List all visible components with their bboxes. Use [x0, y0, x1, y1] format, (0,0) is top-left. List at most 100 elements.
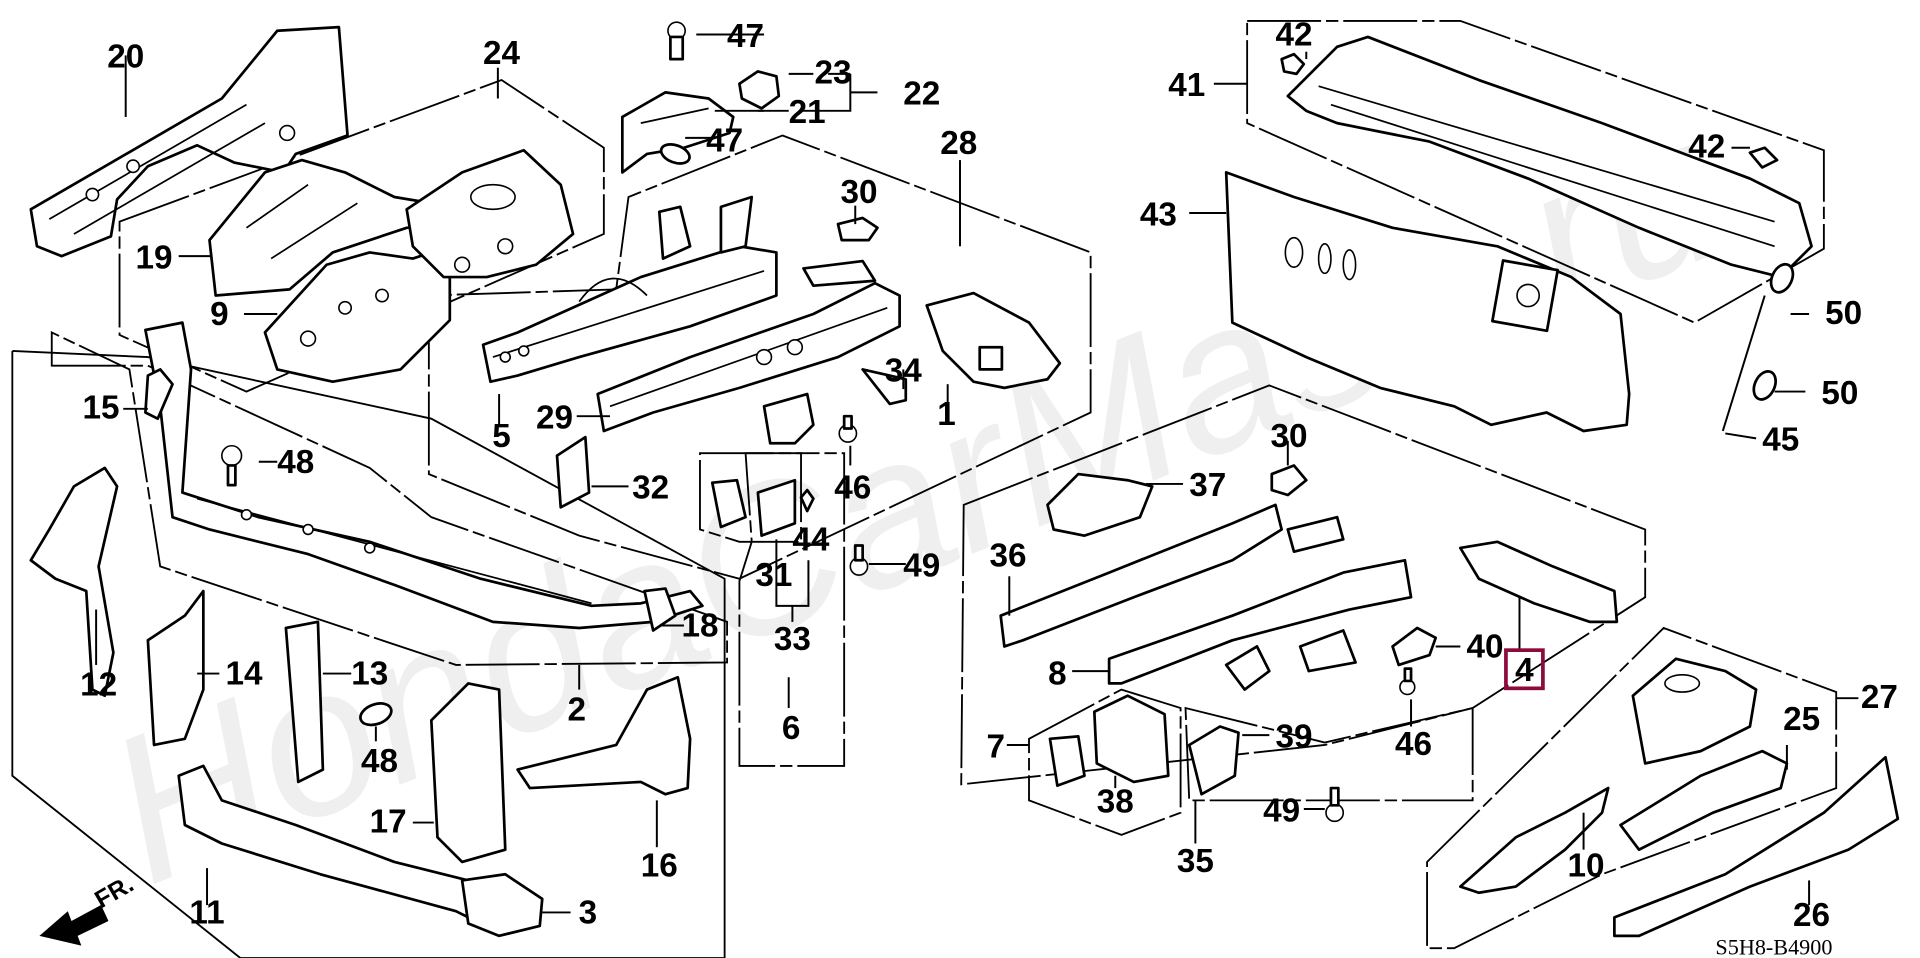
callout-part-23[interactable]: 23	[815, 55, 852, 92]
callout-label[interactable]: 46	[834, 470, 871, 507]
callout-part-29[interactable]: 29	[536, 400, 573, 437]
callout-label[interactable]: 32	[632, 470, 669, 507]
callout-part-8[interactable]: 8	[1048, 656, 1067, 693]
callout-label[interactable]: 33	[774, 621, 811, 658]
callout-part-14[interactable]: 14	[226, 656, 264, 693]
callout-label[interactable]: 14	[226, 656, 264, 693]
callout-label[interactable]: 24	[483, 35, 521, 72]
callout-label[interactable]: 10	[1568, 848, 1605, 885]
callout-part-43[interactable]: 43	[1140, 196, 1177, 233]
callout-label[interactable]: 26	[1793, 897, 1830, 934]
callout-part-30[interactable]: 30	[840, 174, 877, 211]
callout-label[interactable]: 34	[885, 353, 923, 390]
callout-label[interactable]: 43	[1140, 196, 1177, 233]
callout-part-1[interactable]: 1	[937, 396, 956, 433]
callout-part-6[interactable]: 6	[782, 710, 801, 747]
callout-part-44[interactable]: 44	[792, 521, 830, 558]
callout-label[interactable]: 41	[1168, 67, 1205, 104]
callout-part-39[interactable]: 39	[1275, 718, 1312, 755]
callout-label[interactable]: 29	[536, 400, 573, 437]
callout-label[interactable]: 7	[986, 728, 1005, 765]
callout-label[interactable]: 8	[1048, 656, 1067, 693]
callout-label[interactable]: 31	[755, 557, 792, 594]
callout-part-40[interactable]: 40	[1466, 629, 1503, 666]
callout-label[interactable]: 19	[136, 239, 173, 276]
callout-label[interactable]: 13	[351, 656, 388, 693]
callout-label[interactable]: 22	[903, 76, 940, 113]
callout-label[interactable]: 17	[370, 803, 407, 840]
callout-label[interactable]: 5	[492, 418, 511, 455]
callout-label[interactable]: 49	[1263, 792, 1300, 829]
callout-label[interactable]: 28	[940, 125, 977, 162]
callout-label[interactable]: 42	[1275, 17, 1312, 54]
callout-part-18[interactable]: 18	[681, 608, 718, 645]
callout-part-49[interactable]: 49	[1263, 792, 1300, 829]
callout-label[interactable]: 49	[903, 547, 940, 584]
callout-part-36[interactable]: 36	[990, 537, 1027, 574]
callout-part-37[interactable]: 37	[1189, 467, 1226, 504]
callout-label[interactable]: 47	[706, 122, 743, 159]
callout-label[interactable]: 4	[1515, 652, 1534, 689]
callout-label[interactable]: 12	[80, 667, 117, 704]
callout-part-22[interactable]: 22	[903, 76, 940, 113]
callout-part-47[interactable]: 47	[727, 18, 764, 55]
callout-label[interactable]: 21	[789, 94, 826, 131]
callout-label[interactable]: 1	[937, 396, 956, 433]
callout-label[interactable]: 23	[815, 55, 852, 92]
callout-label[interactable]: 48	[361, 743, 398, 780]
callout-label[interactable]: 2	[567, 691, 586, 728]
callout-label[interactable]: 30	[1271, 418, 1308, 455]
callout-part-21[interactable]: 21	[789, 94, 826, 131]
callout-label[interactable]: 36	[990, 537, 1027, 574]
callout-part-49[interactable]: 49	[903, 547, 940, 584]
callout-part-32[interactable]: 32	[632, 470, 669, 507]
callout-part-46[interactable]: 46	[834, 470, 871, 507]
callout-part-48[interactable]: 48	[361, 743, 398, 780]
callout-part-4[interactable]: 4	[1504, 648, 1545, 691]
callout-label[interactable]: 18	[681, 608, 718, 645]
callout-part-9[interactable]: 9	[210, 296, 229, 333]
callout-part-28[interactable]: 28	[940, 125, 977, 162]
callout-part-2[interactable]: 2	[567, 691, 586, 728]
callout-part-16[interactable]: 16	[641, 848, 678, 885]
callout-part-48[interactable]: 48	[277, 444, 314, 481]
callout-part-47[interactable]: 47	[706, 122, 743, 159]
callout-label[interactable]: 3	[579, 895, 598, 932]
callout-label[interactable]: 9	[210, 296, 229, 333]
callout-part-34[interactable]: 34	[885, 353, 923, 390]
callout-part-31[interactable]: 31	[755, 557, 792, 594]
callout-part-10[interactable]: 10	[1568, 848, 1605, 885]
callout-label[interactable]: 25	[1783, 701, 1820, 738]
callout-label[interactable]: 35	[1177, 843, 1214, 880]
callout-part-50[interactable]: 50	[1821, 375, 1858, 412]
callout-part-41[interactable]: 41	[1168, 67, 1205, 104]
callout-label[interactable]: 45	[1762, 422, 1799, 459]
callout-part-25[interactable]: 25	[1783, 701, 1820, 738]
callout-part-42[interactable]: 42	[1688, 129, 1725, 166]
callout-part-3[interactable]: 3	[579, 895, 598, 932]
callout-label[interactable]: 30	[840, 174, 877, 211]
callout-part-30[interactable]: 30	[1271, 418, 1308, 455]
callout-part-19[interactable]: 19	[136, 239, 173, 276]
callout-label[interactable]: 44	[792, 521, 830, 558]
callout-part-38[interactable]: 38	[1097, 784, 1134, 821]
callout-label[interactable]: 39	[1275, 718, 1312, 755]
callout-label[interactable]: 42	[1688, 129, 1725, 166]
callout-label[interactable]: 40	[1466, 629, 1503, 666]
callout-label[interactable]: 38	[1097, 784, 1134, 821]
callout-part-11[interactable]: 11	[189, 895, 224, 932]
callout-part-42[interactable]: 42	[1275, 17, 1312, 54]
callout-part-13[interactable]: 13	[351, 656, 388, 693]
callout-label[interactable]: 48	[277, 444, 314, 481]
callout-part-12[interactable]: 12	[80, 667, 117, 704]
callout-label[interactable]: 11	[189, 895, 224, 932]
callout-part-15[interactable]: 15	[83, 390, 120, 427]
callout-label[interactable]: 47	[727, 18, 764, 55]
callout-part-33[interactable]: 33	[774, 621, 811, 658]
callout-part-5[interactable]: 5	[492, 418, 511, 455]
callout-label[interactable]: 15	[83, 390, 120, 427]
callout-label[interactable]: 6	[782, 710, 801, 747]
callout-part-26[interactable]: 26	[1793, 897, 1830, 934]
callout-part-50[interactable]: 50	[1825, 295, 1862, 332]
callout-part-7[interactable]: 7	[986, 728, 1005, 765]
